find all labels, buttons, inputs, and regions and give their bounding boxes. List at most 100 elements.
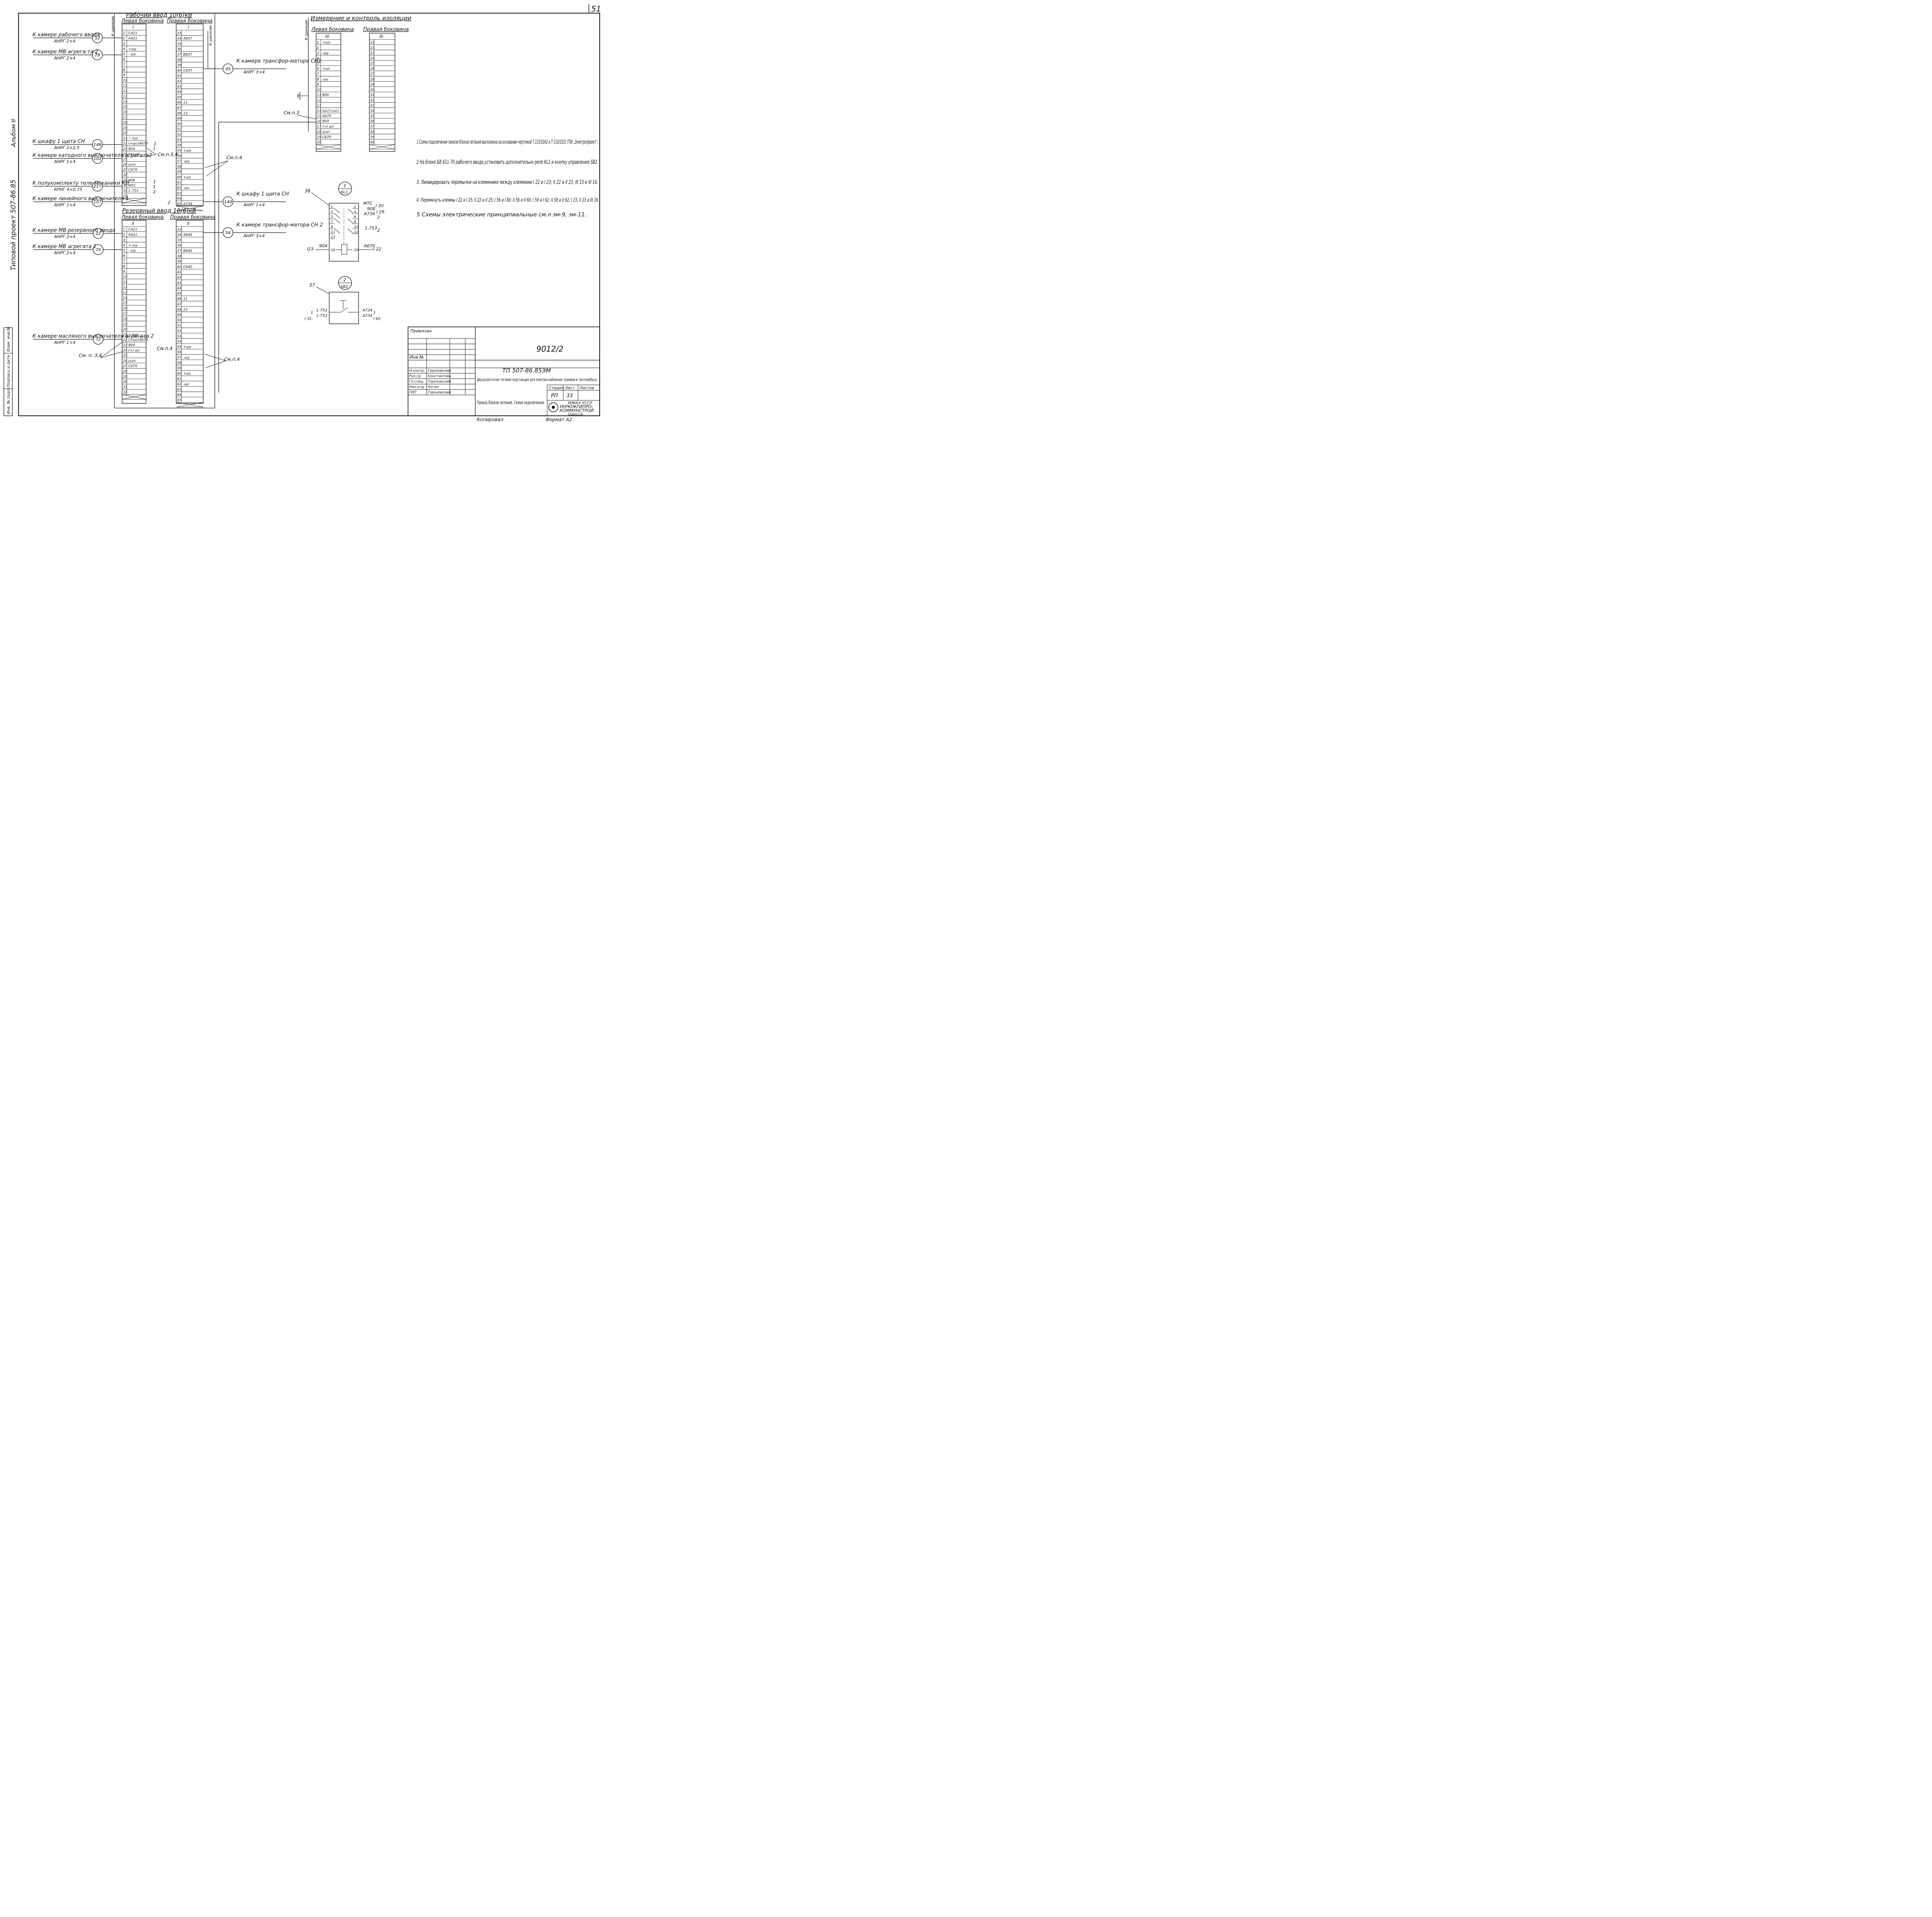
terminal-row: 45: [177, 95, 182, 99]
working-bus-label-right: К шинкам: [209, 25, 213, 46]
terminal-label: -шс: [322, 78, 328, 82]
terminal-number: 54: [177, 144, 182, 148]
terminal-number: 34: [177, 37, 182, 41]
terminal-row: 64: [177, 197, 182, 201]
terminal-number: 21: [123, 137, 127, 141]
terminal-number: 4: [123, 243, 125, 247]
terminal-number: 55: [177, 345, 182, 349]
cable-number: 78: [95, 53, 100, 58]
cable-number: 72: [95, 337, 101, 342]
insulation-section: Измерение и контроль изоляции Левая боко…: [218, 15, 412, 393]
title-copied: Копировал: [477, 417, 503, 422]
terminal-row: 10: [123, 79, 128, 83]
terminal-row: 58: [177, 361, 182, 365]
terminal-row: 8: [123, 68, 125, 72]
terminal-number: 60: [177, 175, 182, 179]
terminal-row: 10: [317, 88, 321, 92]
terminal-row: 16: [123, 307, 128, 311]
terminal-number: 30: [370, 88, 375, 92]
terminal-number: 10: [123, 275, 128, 279]
relay-pin: 11: [331, 230, 335, 234]
terminal-number: 15: [123, 301, 128, 305]
terminal-number: 14: [317, 109, 321, 113]
terminal-label: А670: [322, 114, 332, 118]
drawing-sheet: 51 Альбом II Типовой проект 507-86.85 Ин…: [3, 4, 601, 422]
project-label: Типовой проект 507-86.85: [10, 180, 17, 270]
role-label: Рук.гр.: [409, 374, 422, 378]
terminal-row: 13: [123, 291, 128, 295]
cable-number: 107: [94, 199, 102, 204]
insulation-left-side: Левая боковина: [311, 27, 354, 32]
terminal-row: 31: [370, 94, 374, 97]
terminal-number: 40: [370, 141, 375, 145]
terminal-row: 5- шу: [123, 53, 136, 56]
terminal-number: 36: [177, 244, 182, 248]
working-right-side-label: Правая боковина: [167, 18, 213, 24]
relay-coil-pin: 20: [354, 248, 359, 252]
relay-pin: 10: [354, 225, 359, 229]
cable-destination: К камере трансфор-матора СН 2: [236, 222, 323, 228]
terminal-label: С670: [322, 135, 332, 139]
insulation-right-side: Правая боковина: [363, 27, 409, 32]
terminal-number: 16: [123, 307, 128, 311]
terminal-label: +шу: [128, 47, 137, 51]
terminal-row: 15: [123, 301, 128, 305]
terminal-row: 49: [177, 313, 182, 317]
reserve-input-section: Резервный ввод 10(6)кВ Левая боковина Пр…: [121, 207, 216, 407]
jumper-mark-1: 1: [154, 141, 156, 146]
terminal-row: 35: [370, 114, 375, 118]
cable-number: 12: [95, 36, 100, 41]
terminal-number: 63: [177, 388, 182, 392]
terminal-row: 8-шс: [317, 78, 328, 82]
terminal-number: 3: [317, 51, 319, 55]
terminal-label: С640: [183, 265, 192, 269]
button-wire-i65: I 65: [373, 317, 381, 321]
terminal-number: 60: [177, 372, 182, 376]
terminal-row: 37: [370, 125, 375, 129]
terminal-label: +шс: [322, 67, 330, 71]
terminal-row: 42: [177, 276, 182, 280]
relay-lead: 38: [304, 188, 311, 194]
terminal-number: 53: [177, 335, 182, 338]
role-label: Н.контр.: [409, 369, 425, 373]
cable-destination: К камере катодного выключателя агрегата2: [32, 153, 152, 158]
title-sheet-label: Лист: [565, 386, 575, 390]
reserve-left-roman: II: [132, 221, 134, 226]
terminal-number: 65: [177, 202, 182, 206]
relay-circle-top: 1: [344, 183, 346, 188]
jumper-mark-4: 1: [153, 184, 156, 189]
relay-wire-a734: А734: [364, 211, 375, 216]
terminal-row: 61: [177, 377, 181, 381]
terminal-row: 62-шс: [177, 383, 189, 386]
terminal-number: 47: [177, 106, 182, 110]
terminal-number: 9: [317, 83, 319, 87]
terminal-label: А734: [183, 202, 192, 206]
cable-destination: К камере трансфор-матора СН1: [236, 58, 321, 64]
terminal-row: 57-шу: [177, 160, 190, 163]
cable-destination: К камере МВ агрега-та 2: [32, 49, 98, 55]
relay-pin: 12: [354, 230, 359, 234]
terminal-number: 35: [177, 238, 182, 242]
terminal-row: 22(+шс)А670: [123, 338, 148, 342]
working-refs: См.п.3,4 См.п.4 1 1 1 1 2 2: [146, 141, 242, 205]
relay-wire-908: 908: [367, 206, 375, 211]
terminal-label: 904: [128, 147, 135, 151]
role-name: Гороховский: [428, 369, 451, 373]
terminal-number: 25: [123, 158, 128, 162]
terminal-number: 12: [123, 286, 128, 289]
note-3: 3. Ликвидировать перемычки на клеммнике …: [417, 179, 598, 185]
terminal-label: 904: [322, 120, 329, 124]
terminal-number: 8: [317, 78, 319, 82]
terminal-label: В657: [183, 53, 192, 57]
terminal-row: 31: [123, 386, 127, 390]
terminal-row: 19: [123, 322, 128, 326]
terminal-row: 6: [123, 58, 125, 62]
